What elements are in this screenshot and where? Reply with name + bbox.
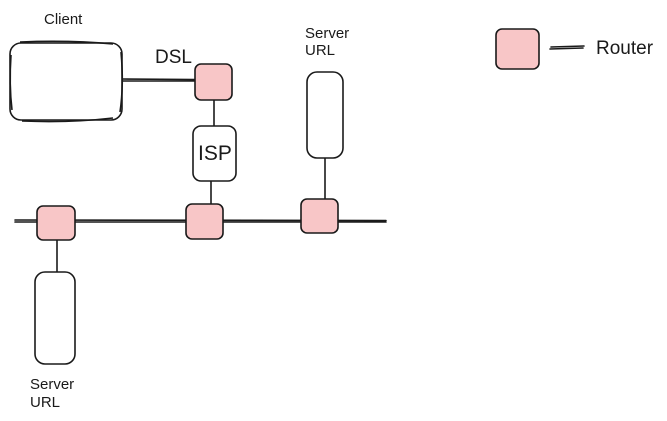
server-top-box bbox=[306, 71, 344, 159]
legend-router-swatch bbox=[495, 28, 540, 70]
isp-box bbox=[192, 125, 237, 182]
server-top-label-line1: Server bbox=[305, 25, 350, 42]
router-dsl bbox=[194, 63, 233, 101]
server-bottom-label-line2: URL bbox=[30, 394, 61, 411]
router-server-top bbox=[300, 198, 339, 234]
client-box-sketch bbox=[9, 40, 124, 123]
router-isp-backbone bbox=[185, 203, 224, 240]
server-bottom-box bbox=[34, 271, 76, 365]
router-left bbox=[36, 205, 76, 241]
client-label: Client bbox=[44, 11, 83, 28]
legend-router-label: Router bbox=[596, 38, 654, 59]
client-box bbox=[9, 42, 123, 121]
legend-line bbox=[549, 45, 585, 50]
server-bottom-label-line1: Server bbox=[30, 376, 75, 393]
isp-label: ISP bbox=[198, 142, 232, 165]
server-top-label-line2: URL bbox=[305, 42, 336, 59]
dsl-label: DSL bbox=[155, 47, 192, 68]
client-dsl-link bbox=[121, 78, 196, 82]
